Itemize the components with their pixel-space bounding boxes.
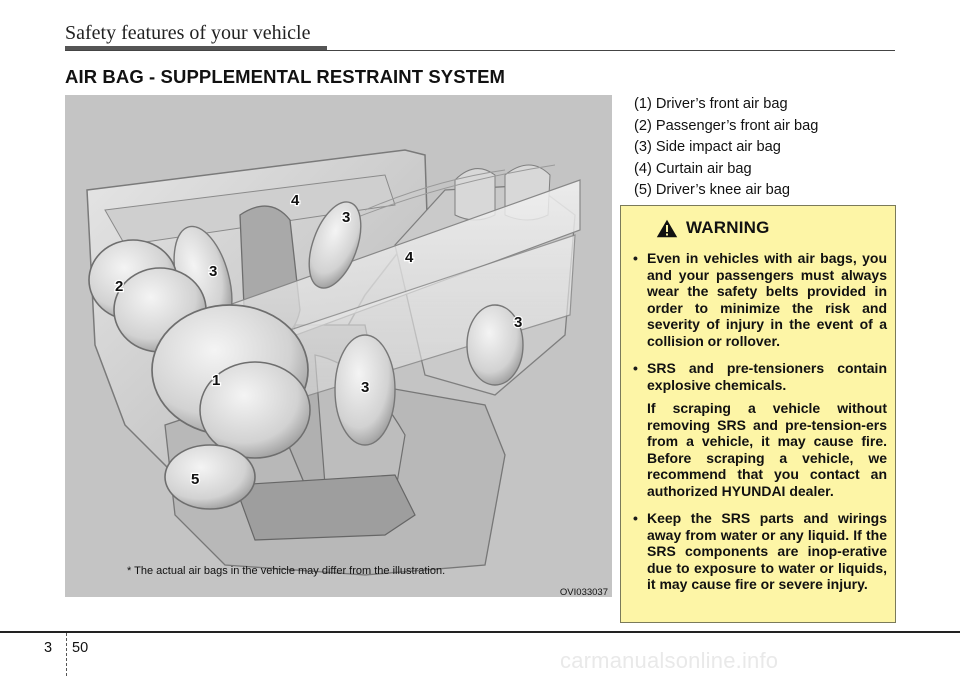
figure-code: OVI033037 [559, 587, 608, 597]
chapter-number: 3 [44, 640, 53, 656]
callout-3: 3 [342, 209, 350, 226]
callout-2: 2 [115, 278, 123, 295]
legend-item: (4) Curtain air bag [634, 160, 752, 177]
page-number: 50 [72, 640, 89, 656]
callout-1: 1 [212, 372, 220, 389]
footer-divider [66, 633, 67, 676]
footer-rule [0, 631, 960, 633]
warning-box: WARNING Even in vehicles with air bags, … [620, 205, 896, 623]
watermark: carmanualsonline.info [560, 648, 779, 673]
warning-item: Keep the SRS parts and wirings away from… [633, 510, 887, 593]
warning-paragraph: If scraping a vehicle without removing S… [647, 400, 887, 499]
legend-item: (2) Passenger’s front air bag [634, 117, 819, 134]
section-title: AIR BAG - SUPPLEMENTAL RESTRAINT SYSTEM [65, 66, 506, 87]
legend-item: (1) Driver’s front air bag [634, 96, 788, 112]
callout-3: 3 [209, 263, 217, 280]
warning-header: WARNING [656, 218, 770, 238]
legend-item: (3) Side impact air bag [634, 139, 781, 156]
airbag-legend: (1) Driver’s front air bag (2) Passenger… [634, 94, 818, 202]
warning-item: Even in vehicles with air bags, you and … [633, 250, 887, 349]
callout-3: 3 [361, 379, 369, 396]
warning-item: SRS and pre-tensioners contain explosive… [633, 360, 887, 499]
callout-4: 4 [405, 249, 414, 266]
legend-item: (5) Driver’s knee air bag [634, 182, 790, 199]
callout-5: 5 [191, 471, 199, 488]
warning-paragraph: Even in vehicles with air bags, you and … [647, 250, 887, 349]
warning-triangle-icon [656, 219, 678, 237]
callout-4: 4 [291, 192, 300, 209]
airbag-illustration-drawing: 1 2 3 3 3 3 4 4 5 [86, 149, 581, 576]
header-rule-thick [65, 46, 327, 50]
warning-title: WARNING [686, 218, 770, 237]
warning-paragraph: SRS and pre-tensioners contain explosive… [647, 360, 887, 393]
running-head: Safety features of your vehicle [65, 22, 311, 44]
figure-note: * The actual air bags in the vehicle may… [127, 565, 446, 577]
warning-list: Even in vehicles with air bags, you and … [633, 250, 887, 604]
warning-paragraph: Keep the SRS parts and wirings away from… [647, 510, 887, 592]
callout-3: 3 [514, 314, 522, 331]
airbag-illustration: 1 2 3 3 3 3 4 4 5 * The actual air bags … [65, 95, 612, 597]
header-rule [65, 50, 895, 51]
